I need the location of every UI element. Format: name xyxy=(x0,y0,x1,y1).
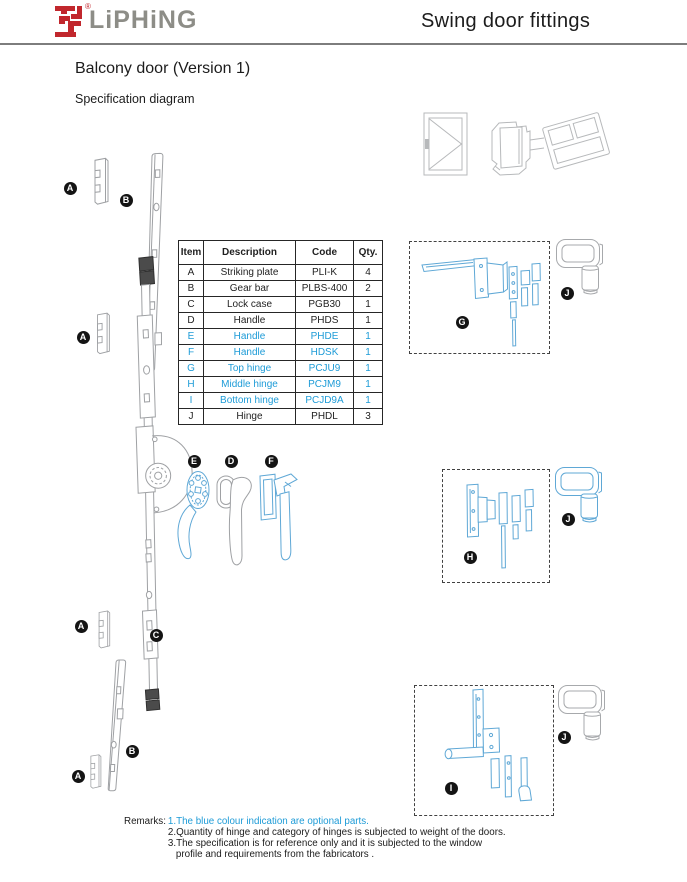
callout-a: A xyxy=(76,330,90,344)
callout-j: J xyxy=(561,512,575,526)
striking-plate-drawing xyxy=(98,610,111,649)
registered-mark: ® xyxy=(85,2,91,11)
cell-qty: 4 xyxy=(353,264,383,281)
remark-line: profile and requirements from the fabric… xyxy=(175,849,375,860)
remark-line: 3.The specification is for reference onl… xyxy=(167,838,483,849)
table-row: J Hinge PHDL 3 xyxy=(178,408,383,425)
cell-description: Lock case xyxy=(203,296,296,313)
cell-qty: 3 xyxy=(353,408,383,425)
callout-j: J xyxy=(557,730,571,744)
cell-code: PGB30 xyxy=(295,296,354,313)
callout-a: A xyxy=(63,181,77,195)
table-row: F Handle HDSK 1 xyxy=(178,344,383,361)
handle-d-drawing xyxy=(216,475,252,566)
frame-profile-icon xyxy=(491,112,610,176)
callout-i: I xyxy=(444,781,458,795)
striking-plate-drawing xyxy=(97,312,110,355)
col-header-code: Code xyxy=(295,240,354,265)
cell-qty: 1 xyxy=(353,296,383,313)
header-divider xyxy=(0,43,687,45)
table-row: E Handle PHDE 1 xyxy=(178,328,383,345)
cell-qty: 1 xyxy=(353,312,383,329)
cell-description: Middle hinge xyxy=(203,376,296,393)
parts-table: Item Description Code Qty. A Striking pl… xyxy=(178,240,383,425)
bottom-hinge-parts-drawing xyxy=(444,688,533,802)
callout-b: B xyxy=(125,744,139,758)
brand-logo-icon xyxy=(55,6,82,37)
lock-case-gear-bar-drawing xyxy=(135,256,193,712)
cell-code: PHDE xyxy=(295,328,354,345)
table-row: H Middle hinge PCJM9 1 xyxy=(178,376,383,393)
remark-line: 1.The blue colour indication are optiona… xyxy=(167,816,369,827)
striking-plate-drawing xyxy=(94,157,109,205)
cell-qty: 1 xyxy=(353,344,383,361)
cell-description: Handle xyxy=(203,344,296,361)
handle-f-drawing xyxy=(259,473,298,561)
cell-code: PHDL xyxy=(295,408,354,425)
hinge-j-drawing xyxy=(558,685,605,741)
cell-qty: 1 xyxy=(353,376,383,393)
cell-description: Handle xyxy=(203,312,296,329)
middle-hinge-parts-drawing xyxy=(466,483,534,569)
callout-j: J xyxy=(560,286,574,300)
top-hinge-parts-drawing xyxy=(421,257,541,347)
page-header-title: Swing door fittings xyxy=(421,10,591,32)
brand-name: LiPHiNG xyxy=(89,6,198,34)
cell-code: PLI-K xyxy=(295,264,354,281)
col-header-description: Description xyxy=(203,240,296,265)
hinge-j-drawing xyxy=(556,239,603,295)
table-row: D Handle PHDS 1 xyxy=(178,312,383,329)
table-row: C Lock case PGB30 1 xyxy=(178,296,383,313)
col-header-qty: Qty. xyxy=(353,240,383,265)
callout-b: B xyxy=(119,193,133,207)
remarks-label: Remarks: xyxy=(124,816,166,827)
callout-e: E xyxy=(187,454,201,468)
cell-description: Handle xyxy=(203,328,296,345)
table-row: G Top hinge PCJU9 1 xyxy=(178,360,383,377)
cell-code: HDSK xyxy=(295,344,354,361)
top-hinge-group-box xyxy=(409,241,550,354)
callout-a: A xyxy=(71,769,85,783)
table-row: B Gear bar PLBS-400 2 xyxy=(178,280,383,297)
callout-g: G xyxy=(455,315,469,329)
cell-description: Bottom hinge xyxy=(203,392,296,409)
table-row: A Striking plate PLI-K 4 xyxy=(178,264,383,281)
page-subtitle: Specification diagram xyxy=(75,92,195,106)
cell-qty: 1 xyxy=(353,360,383,377)
table-row: I Bottom hinge PCJD9A 1 xyxy=(178,392,383,409)
callout-f: F xyxy=(264,454,278,468)
callout-c: C xyxy=(149,628,163,642)
cell-code: PCJU9 xyxy=(295,360,354,377)
remarks: Remarks: 1.The blue colour indication ar… xyxy=(124,816,506,860)
page-title: Balcony door (Version 1) xyxy=(75,60,251,77)
callout-a: A xyxy=(74,619,88,633)
cell-code: PHDS xyxy=(295,312,354,329)
bottom-hinge-group-box xyxy=(414,685,554,816)
cell-description: Striking plate xyxy=(203,264,296,281)
remark-line: 2.Quantity of hinge and category of hing… xyxy=(167,827,506,838)
cell-description: Hinge xyxy=(203,408,296,425)
cell-code: PLBS-400 xyxy=(295,280,354,297)
striking-plate-drawing xyxy=(90,754,102,789)
callout-d: D xyxy=(224,454,238,468)
cell-description: Top hinge xyxy=(203,360,296,377)
cell-code: PCJD9A xyxy=(295,392,354,409)
window-elevation-icon xyxy=(423,112,468,176)
cell-description: Gear bar xyxy=(203,280,296,297)
cell-qty: 1 xyxy=(353,392,383,409)
cell-qty: 2 xyxy=(353,280,383,297)
handle-e-drawing xyxy=(177,471,210,560)
middle-hinge-group-box xyxy=(442,469,550,583)
cell-code: PCJM9 xyxy=(295,376,354,393)
hinge-j-drawing xyxy=(555,467,602,523)
table-header-row: Item Description Code Qty. xyxy=(178,240,383,265)
callout-h: H xyxy=(463,550,477,564)
gear-bar-drawing xyxy=(107,659,127,792)
cell-qty: 1 xyxy=(353,328,383,345)
